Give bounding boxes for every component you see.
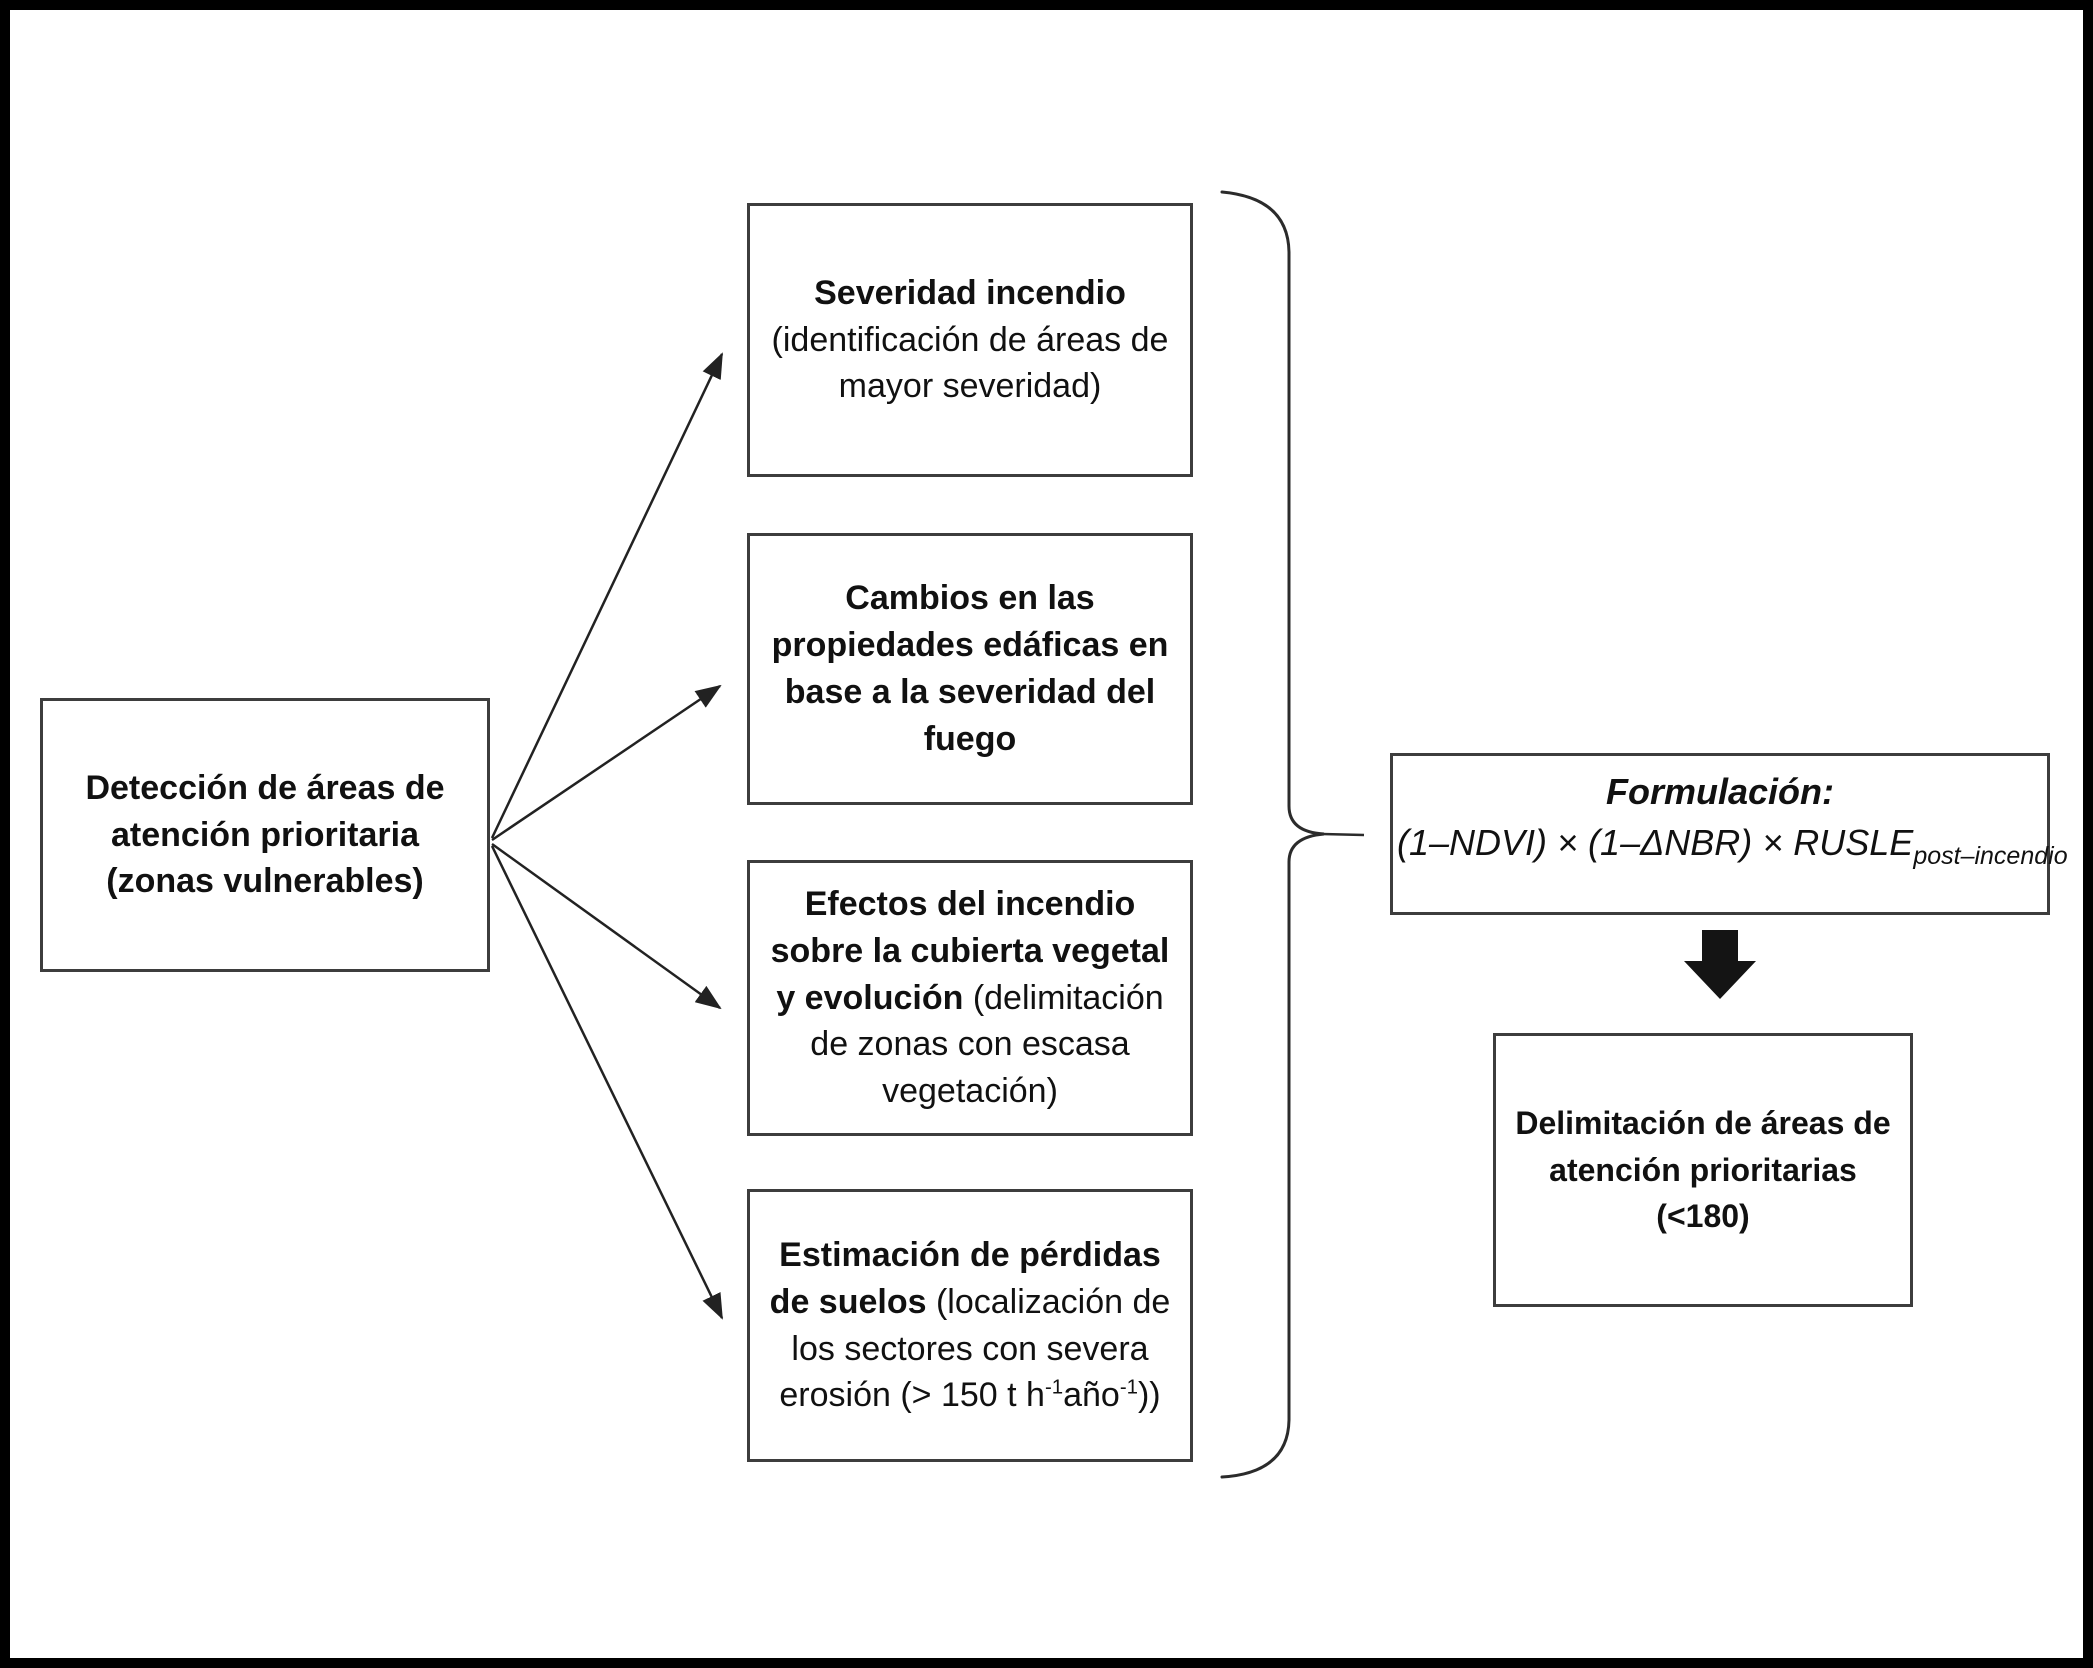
equation-subscript: post–incendio [1913, 841, 2068, 870]
efectos-incendio-title: Efectos del incendio sobre la cubierta v… [770, 884, 1170, 1017]
estimacion-perdidas-title: Estimación de pérdidas de suelos [769, 1235, 1161, 1321]
equation-main: (1–NDVI) × (1–ΔNBR) × RUSLE [1397, 822, 1914, 864]
estimacion-perdidas-text: Estimación de pérdidas de suelos (locali… [760, 1232, 1180, 1420]
delimitacion-areas-box: Delimitación de áreas de atención priori… [1493, 1033, 1913, 1307]
arrow-to-cambios-box [491, 684, 722, 842]
exponent-minus-one: -1 [1044, 1377, 1064, 1400]
severidad-incendio-subtitle: (identificación de áreas de mayor severi… [771, 320, 1169, 406]
estimacion-perdidas-close: )) [1137, 1376, 1161, 1415]
delimitacion-areas-threshold: (<180) [1656, 1198, 1750, 1235]
estimacion-perdidas-unit: año [1063, 1376, 1120, 1415]
arrow-to-severidad-box [490, 352, 724, 839]
down-arrow [1684, 930, 1756, 999]
estimacion-perdidas-subtitle: (localización de los sectores con severa… [779, 1282, 1171, 1415]
cambios-edaficos-box: Cambios en las propiedades edáficas en b… [747, 533, 1193, 805]
arrow-to-estimacion-box [490, 845, 724, 1320]
formulacion-title: Formulación: [1605, 771, 1834, 812]
deteccion-areas-box: Detección de áreas de atención prioritar… [40, 698, 490, 972]
formulacion-box: Formulación: (1–NDVI) × (1–ΔNBR) × RUSLE… [1390, 753, 2068, 915]
formulacion-equation: (1–NDVI) × (1–ΔNBR) × RUSLEpost–incendio [1397, 817, 2068, 874]
arrow-to-efectos-box [491, 842, 722, 1010]
delimitacion-areas-label: Delimitación de áreas de atención priori… [1515, 1105, 1891, 1188]
severidad-incendio-box: Severidad incendio (identificación de ár… [747, 203, 1193, 477]
cambios-edaficos-title: Cambios en las propiedades edáficas en b… [771, 579, 1169, 758]
estimacion-perdidas-box: Estimación de pérdidas de suelos (locali… [747, 1189, 1193, 1462]
curly-brace [1220, 190, 1325, 1479]
efectos-incendio-box: Efectos del incendio sobre la cubierta v… [747, 860, 1193, 1136]
efectos-incendio-text: Efectos del incendio sobre la cubierta v… [760, 881, 1180, 1116]
efectos-incendio-subtitle: (delimitación de zonas con escasa vegeta… [810, 978, 1164, 1111]
brace-connector-line [1321, 832, 1365, 837]
severidad-incendio-title: Severidad incendio [814, 273, 1126, 312]
deteccion-areas-label: Detección de áreas de atención prioritar… [85, 768, 445, 901]
exponent-minus-one: -1 [1119, 1377, 1138, 1400]
